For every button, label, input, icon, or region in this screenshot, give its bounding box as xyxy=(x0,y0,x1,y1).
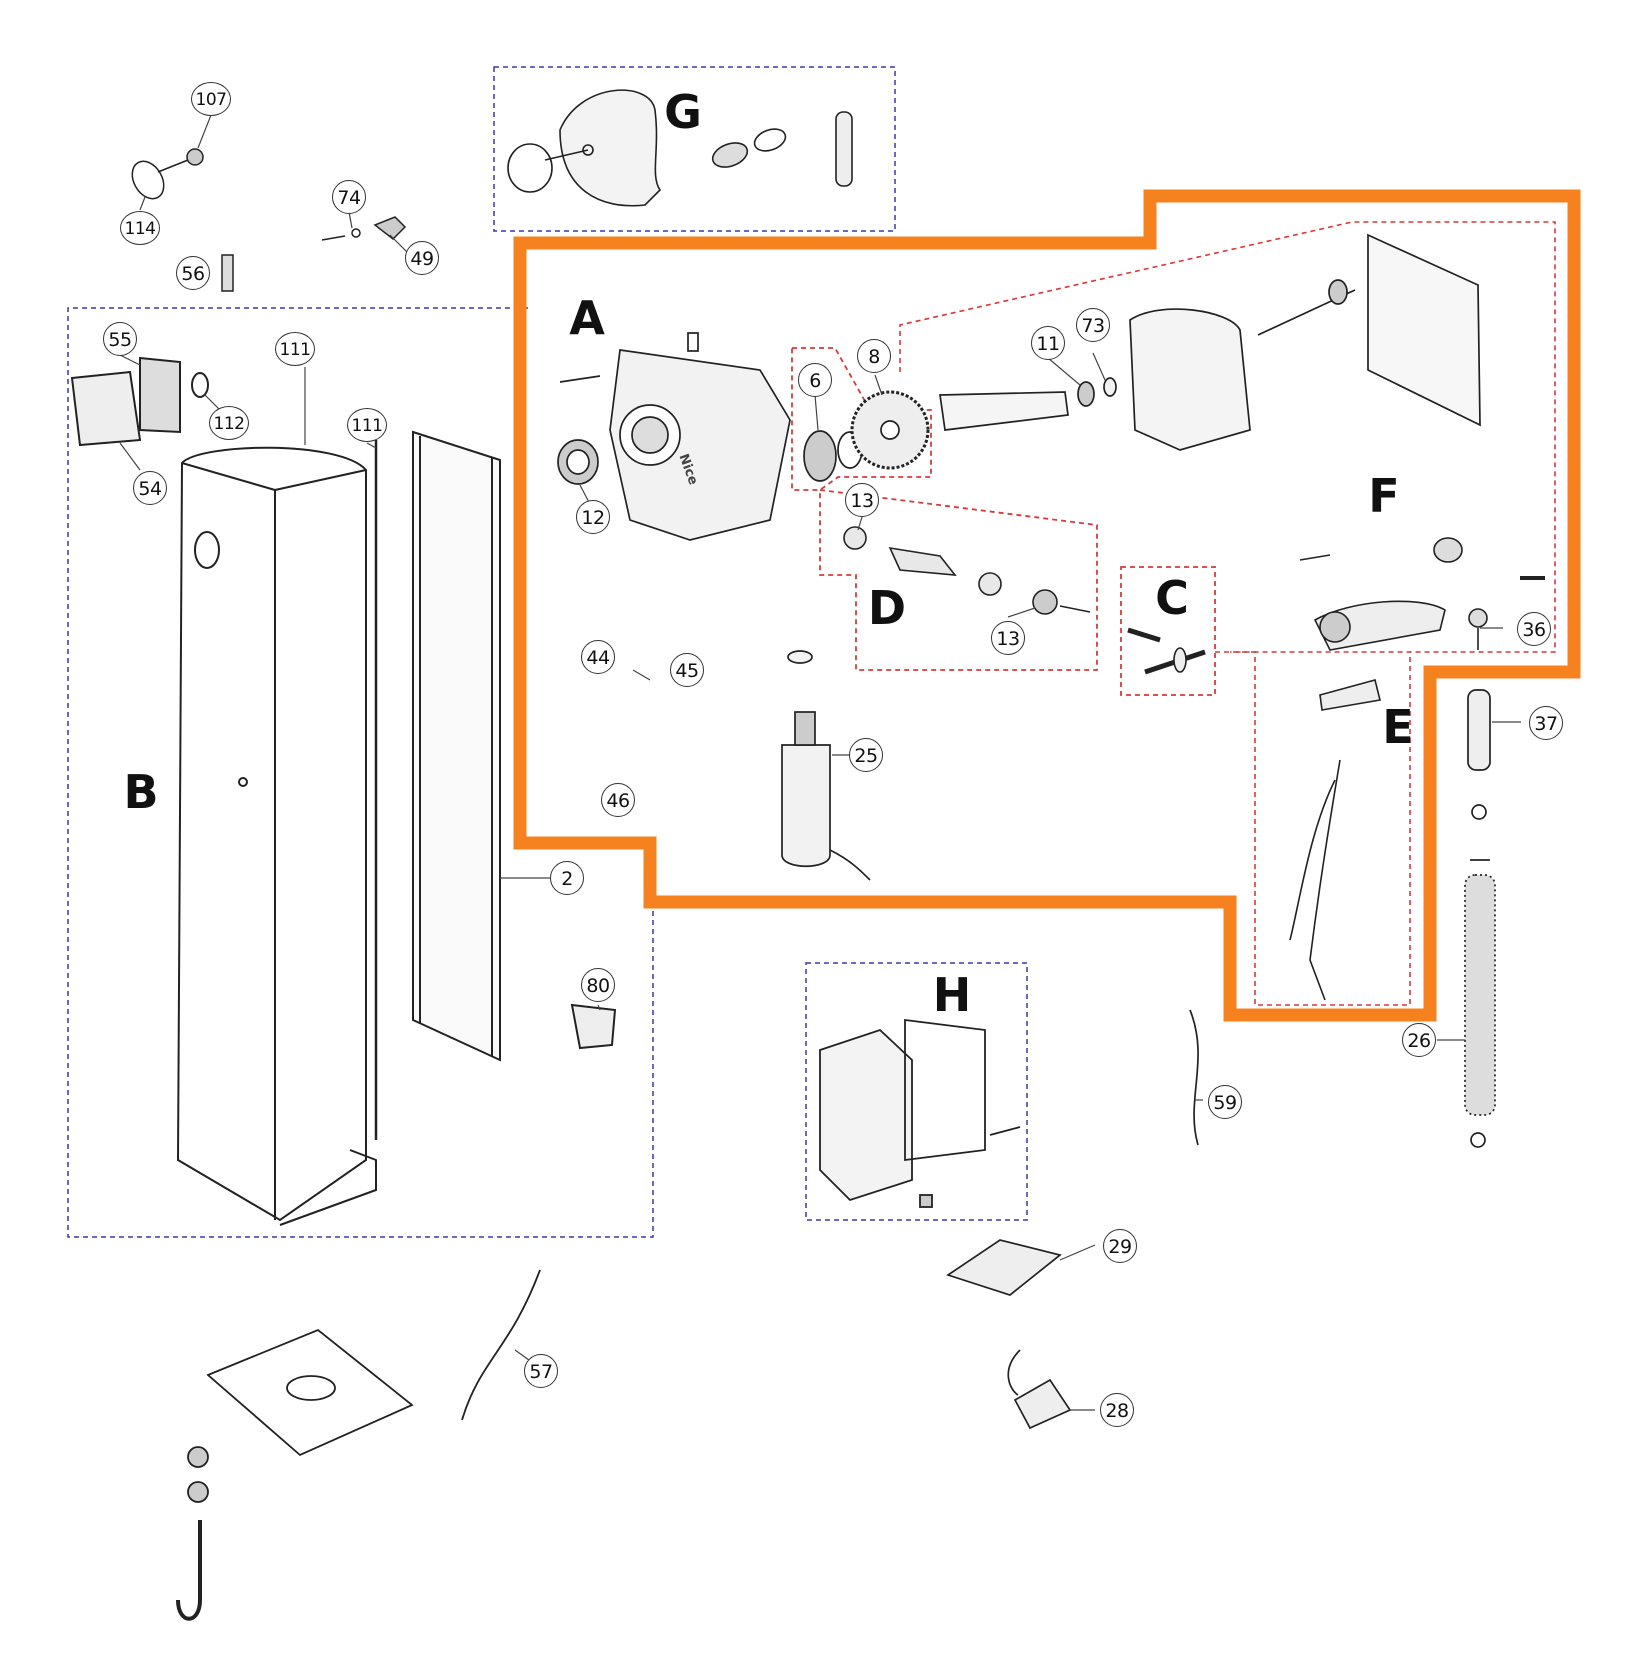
part-callout-111-rail: 111 xyxy=(347,408,387,442)
release-pin-illustration xyxy=(1127,627,1206,675)
part-callout-11: 11 xyxy=(1031,326,1065,360)
part-callout-112: 112 xyxy=(209,406,249,440)
group-label-e: E xyxy=(1382,700,1414,754)
group-label-b: B xyxy=(123,765,159,819)
group-e-box xyxy=(1215,651,1411,1006)
group-label-c: C xyxy=(1155,571,1189,625)
limit-switch-illustration xyxy=(1289,679,1381,1001)
group-label-f: F xyxy=(1368,469,1400,523)
cover-cap-illustration xyxy=(507,89,853,207)
group-g-box xyxy=(493,66,896,232)
part-callout-12: 12 xyxy=(576,500,610,534)
group-c-box xyxy=(1120,566,1216,696)
part-callout-25: 25 xyxy=(849,738,883,772)
gearbox-illustration xyxy=(557,233,1481,541)
group-f-box xyxy=(899,221,1556,653)
electronics-illustration xyxy=(946,1009,1199,1430)
part-callout-73: 73 xyxy=(1076,308,1110,342)
column-illustration xyxy=(70,356,617,1226)
part-callout-54: 54 xyxy=(133,471,167,505)
highlight-outline xyxy=(513,189,1581,1022)
part-callout-26: 26 xyxy=(1402,1023,1436,1057)
part-callout-114: 114 xyxy=(120,211,160,245)
part-callout-56: 56 xyxy=(176,256,210,290)
part-callout-8: 8 xyxy=(857,339,891,373)
part-callout-107: 107 xyxy=(191,82,231,116)
part-callout-6: 6 xyxy=(798,363,832,397)
group-h-box xyxy=(805,962,1028,1221)
lever-arm-illustration xyxy=(1299,537,1545,651)
group-label-a: A xyxy=(569,291,605,345)
part-callout-46: 46 xyxy=(601,783,635,817)
part-callout-13-upper: 13 xyxy=(845,483,879,517)
motor-and-spring-illustration xyxy=(781,650,1496,1148)
group-d-box xyxy=(819,488,1098,671)
worm-shaft-illustration xyxy=(843,526,1091,615)
small-fittings-illustration xyxy=(131,148,407,292)
part-callout-28: 28 xyxy=(1100,1393,1134,1427)
part-callout-111-cover: 111 xyxy=(275,332,315,366)
part-callout-59: 59 xyxy=(1208,1085,1242,1119)
part-callout-55: 55 xyxy=(103,322,137,356)
part-callout-57: 57 xyxy=(524,1354,558,1388)
group-label-h: H xyxy=(932,968,972,1022)
part-callout-37: 37 xyxy=(1529,706,1563,740)
part-callout-36: 36 xyxy=(1517,612,1551,646)
base-plate-illustration xyxy=(176,1269,541,1621)
part-callout-74: 74 xyxy=(332,180,366,214)
group-label-g: G xyxy=(664,85,702,139)
group-gear-box xyxy=(791,347,932,491)
part-callout-29: 29 xyxy=(1103,1229,1137,1263)
part-callout-45: 45 xyxy=(670,653,704,687)
part-callout-49: 49 xyxy=(405,241,439,275)
part-callout-44: 44 xyxy=(581,640,615,674)
part-callout-2: 2 xyxy=(550,861,584,895)
group-label-d: D xyxy=(867,581,907,635)
group-b-box xyxy=(67,307,654,1238)
part-callout-80: 80 xyxy=(581,968,615,1002)
part-callout-13-lower: 13 xyxy=(991,621,1025,655)
control-box-illustration xyxy=(819,1018,1021,1208)
